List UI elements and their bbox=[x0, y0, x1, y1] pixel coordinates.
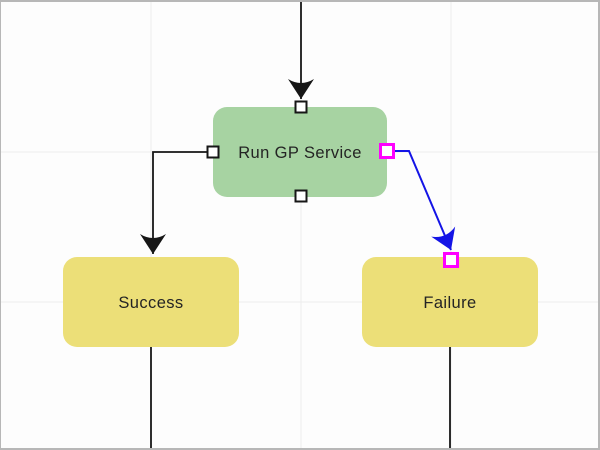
port-handle-run-gp-service-left[interactable] bbox=[206, 145, 220, 159]
port-handle-run-gp-service-bottom[interactable] bbox=[294, 189, 308, 203]
node-run-gp-service[interactable]: Run GP Service bbox=[213, 107, 387, 197]
node-failure-label: Failure bbox=[423, 294, 476, 312]
node-failure[interactable]: Failure bbox=[362, 257, 538, 347]
port-handle-run-gp-service-top[interactable] bbox=[294, 100, 308, 114]
selected-port-handle-run-gp-service-right[interactable] bbox=[379, 143, 395, 159]
node-success[interactable]: Success bbox=[63, 257, 239, 347]
node-run-gp-service-shape[interactable] bbox=[213, 107, 387, 197]
selected-port-handle-failure-top[interactable] bbox=[443, 252, 459, 268]
node-run-gp-service-label: Run GP Service bbox=[238, 144, 362, 162]
node-success-label: Success bbox=[118, 294, 183, 312]
node-success-shape[interactable] bbox=[63, 257, 239, 347]
connector-run-gp-service-to-failure-selected[interactable] bbox=[394, 150, 456, 251]
node-failure-shape[interactable] bbox=[362, 257, 538, 347]
connector-run-gp-service-to-success[interactable] bbox=[140, 151, 213, 254]
